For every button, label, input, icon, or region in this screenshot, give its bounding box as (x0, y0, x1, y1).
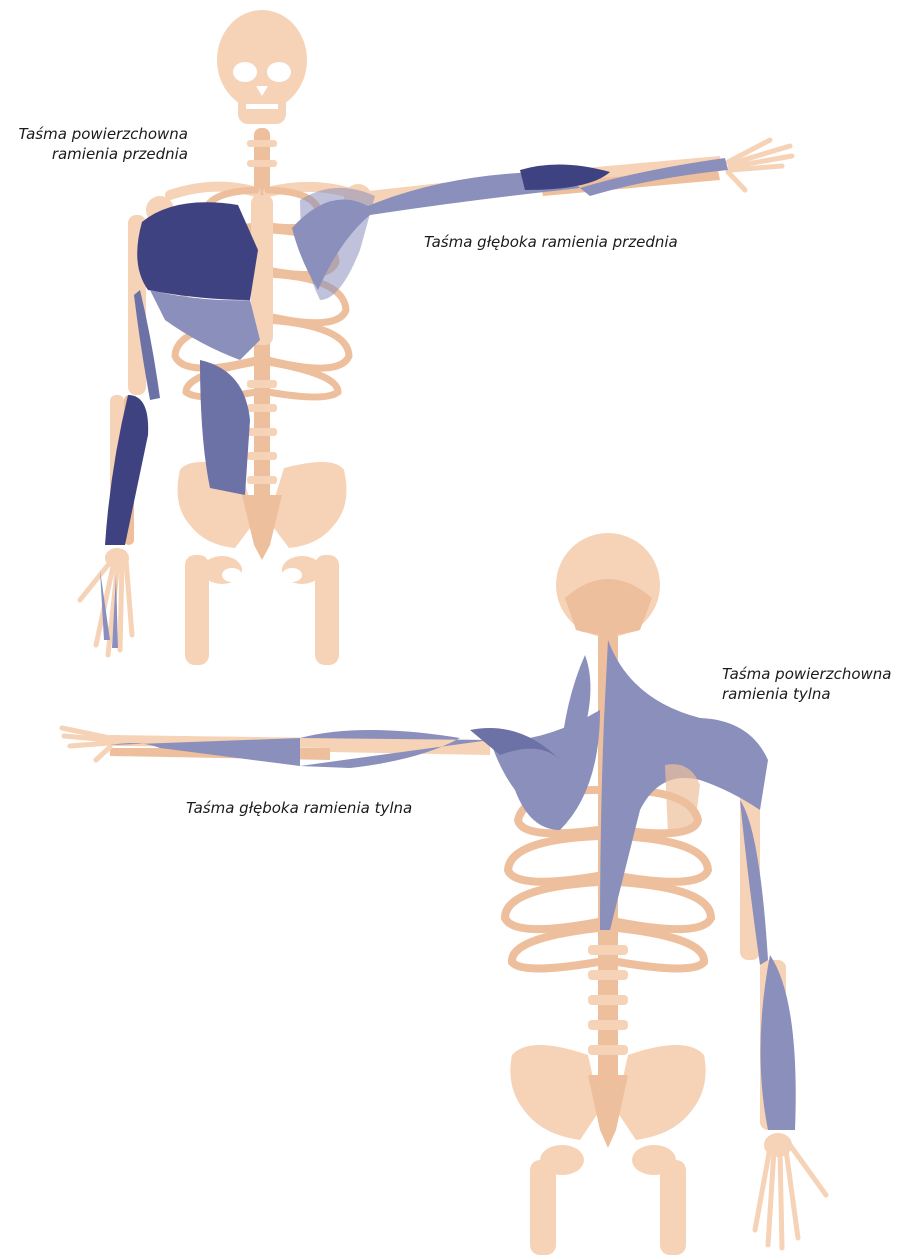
front-skull (217, 10, 307, 124)
superficial-back-arm-line-label: Taśma powierzchowna ramienia tylna (722, 664, 891, 704)
superficial-back-arm-line-label-line1: Taśma powierzchowna (722, 664, 891, 684)
superficial-front-arm-line-label-line2: ramienia przednia (10, 144, 188, 164)
deep-back-arm-line-label: Taśma głęboka ramienia tylna (186, 798, 412, 818)
superficial-front-arm-line-label: Taśma powierzchowna ramienia przednia (10, 124, 188, 164)
front-skeleton-figure (80, 10, 792, 665)
superficial-back-arm-line-label-line2: ramienia tylna (722, 684, 891, 704)
superficial-front-arm-line-label-line1: Taśma powierzchowna (10, 124, 188, 144)
back-skeleton-figure (62, 533, 826, 1255)
back-skull (556, 533, 660, 637)
deep-front-arm-line-label: Taśma głęboka ramienia przednia (424, 232, 678, 252)
